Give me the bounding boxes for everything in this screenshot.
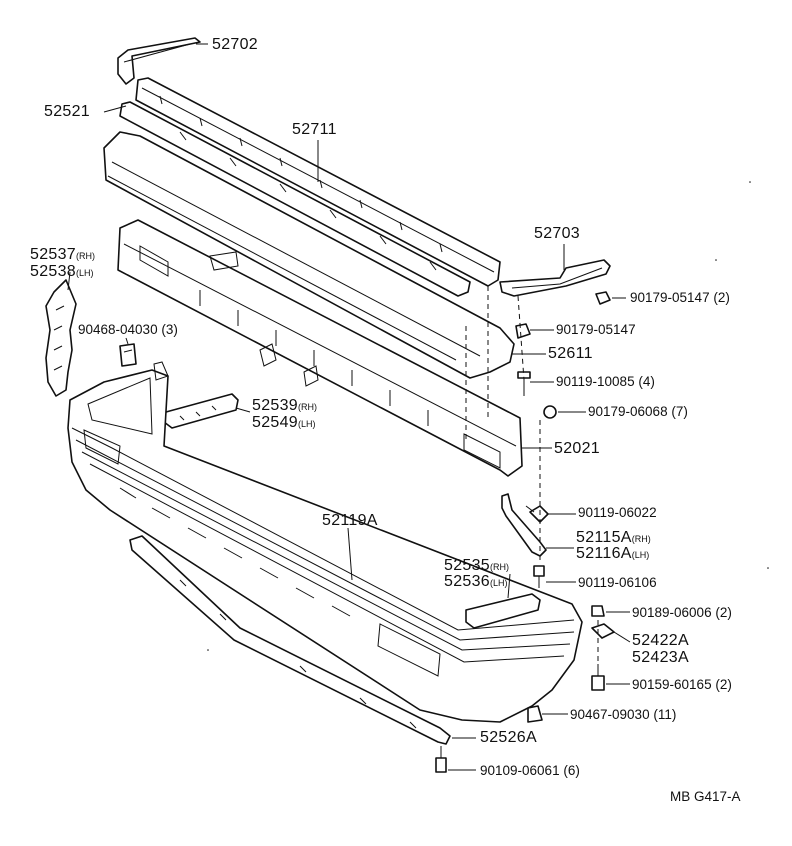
- label-52119A: 52119A: [322, 512, 378, 529]
- fastener-90159-60165: [591, 664, 605, 691]
- diagram-code: MB G417-A: [670, 789, 741, 804]
- fastener-90119-06022: [525, 505, 549, 523]
- label-52538-number: 52538: [30, 263, 76, 280]
- label-52703: 52703: [534, 225, 580, 242]
- fastener-90179-06068: [543, 405, 557, 419]
- label-52422A: 52422A: [632, 632, 689, 649]
- scan-specks: [207, 181, 769, 651]
- label-52116A: 52116A(LH): [576, 546, 649, 562]
- part-52537-side-bracket: [45, 279, 77, 397]
- label-90109-06061-qty: (6): [563, 763, 580, 778]
- fastener-90179-05147-b: [515, 323, 531, 339]
- label-90189-06006-number: 90189-06006: [632, 605, 712, 620]
- part-52702-corner-molding: [117, 37, 201, 85]
- part-52703-corner-molding: [499, 259, 611, 297]
- label-52537-number: 52537: [30, 246, 76, 263]
- label-52538: 52538(LH): [30, 264, 94, 280]
- part-52115A-stay: [501, 493, 547, 557]
- label-90179-06068-number: 90179-06068: [588, 404, 668, 419]
- label-52116A-side: (LH): [631, 550, 650, 560]
- label-90189-06006-qty: (2): [715, 605, 732, 620]
- label-52711: 52711: [292, 121, 337, 138]
- assembly-dashed-lines: [465, 286, 599, 664]
- label-52021: 52021: [554, 440, 600, 457]
- label-90468-04030-qty: (3): [161, 322, 178, 337]
- fastener-90467-09030: [527, 705, 543, 723]
- label-90468-04030-number: 90468-04030: [78, 322, 158, 337]
- fastener-90119-10085: [517, 371, 531, 396]
- label-52115A-number: 52115A: [576, 529, 632, 546]
- leader-lines: [67, 43, 631, 771]
- label-52423A: 52423A: [632, 649, 689, 666]
- label-52536: 52536(LH): [444, 574, 508, 590]
- label-52535-side: (RH): [490, 562, 509, 572]
- fastener-90179-05147-a: [595, 291, 611, 305]
- label-90119-10085: 90119-10085 (4): [556, 375, 655, 389]
- label-90159-60165: 90159-60165 (2): [632, 678, 732, 692]
- label-52537-side: (RH): [76, 251, 95, 261]
- label-52521: 52521: [44, 103, 90, 120]
- label-52535: 52535(RH): [444, 558, 509, 574]
- part-52535-bracket: [465, 593, 541, 629]
- label-52526A: 52526A: [480, 729, 537, 746]
- label-90109-06061-number: 90109-06061: [480, 763, 560, 778]
- label-90179-05147-a: 90179-05147 (2): [630, 291, 730, 305]
- part-52539-bracket: [163, 393, 239, 429]
- label-90109-06061: 90109-06061 (6): [480, 764, 580, 778]
- label-90179-06068: 90179-06068 (7): [588, 405, 688, 419]
- label-52549: 52549(LH): [252, 415, 316, 431]
- label-52535-number: 52535: [444, 557, 490, 574]
- part-52521-retainer: [119, 101, 471, 297]
- label-90119-06106: 90119-06106: [578, 575, 657, 590]
- label-52115A: 52115A(RH): [576, 530, 651, 546]
- label-52116A-number: 52116A: [576, 545, 632, 562]
- fastener-90109-06061: [435, 746, 447, 773]
- label-52538-side: (LH): [76, 268, 94, 278]
- label-52539-side: (RH): [298, 402, 317, 412]
- part-52119A-bumper-shell: [67, 361, 583, 723]
- part-52526A-lower-strip: [129, 535, 451, 745]
- label-90468-04030: 90468-04030 (3): [78, 323, 178, 337]
- part-52611-bumper-cover: [103, 131, 515, 379]
- label-90179-06068-qty: (7): [671, 404, 688, 419]
- label-90119-10085-qty: (4): [638, 374, 655, 389]
- part-52422A-pad: [591, 623, 615, 639]
- label-90179-05147-a-number: 90179-05147: [630, 290, 710, 305]
- label-52537: 52537(RH): [30, 247, 95, 263]
- fastener-90189-06006: [591, 605, 605, 617]
- label-52549-side: (LH): [298, 419, 316, 429]
- part-90468-clip: [119, 343, 137, 367]
- label-90179-05147-a-qty: (2): [713, 290, 730, 305]
- label-90119-06022: 90119-06022: [578, 505, 657, 520]
- label-52702: 52702: [212, 36, 258, 53]
- label-52539-number: 52539: [252, 397, 298, 414]
- label-52536-side: (LH): [490, 578, 508, 588]
- label-90179-05147-b: 90179-05147: [556, 322, 636, 337]
- label-52539: 52539(RH): [252, 398, 317, 414]
- label-52611: 52611: [548, 345, 593, 362]
- label-90467-09030: 90467-09030 (11): [570, 708, 676, 722]
- part-52021-reinforcement: [117, 219, 523, 477]
- label-90119-10085-number: 90119-10085: [556, 374, 635, 389]
- label-90159-60165-qty: (2): [715, 677, 732, 692]
- label-90159-60165-number: 90159-60165: [632, 677, 712, 692]
- label-52115A-side: (RH): [631, 534, 651, 544]
- label-90189-06006: 90189-06006 (2): [632, 606, 732, 620]
- label-90467-09030-number: 90467-09030: [570, 707, 650, 722]
- fastener-90119-06106: [533, 565, 545, 588]
- label-52549-number: 52549: [252, 414, 298, 431]
- label-90467-09030-qty: (11): [653, 707, 677, 722]
- label-52536-number: 52536: [444, 573, 490, 590]
